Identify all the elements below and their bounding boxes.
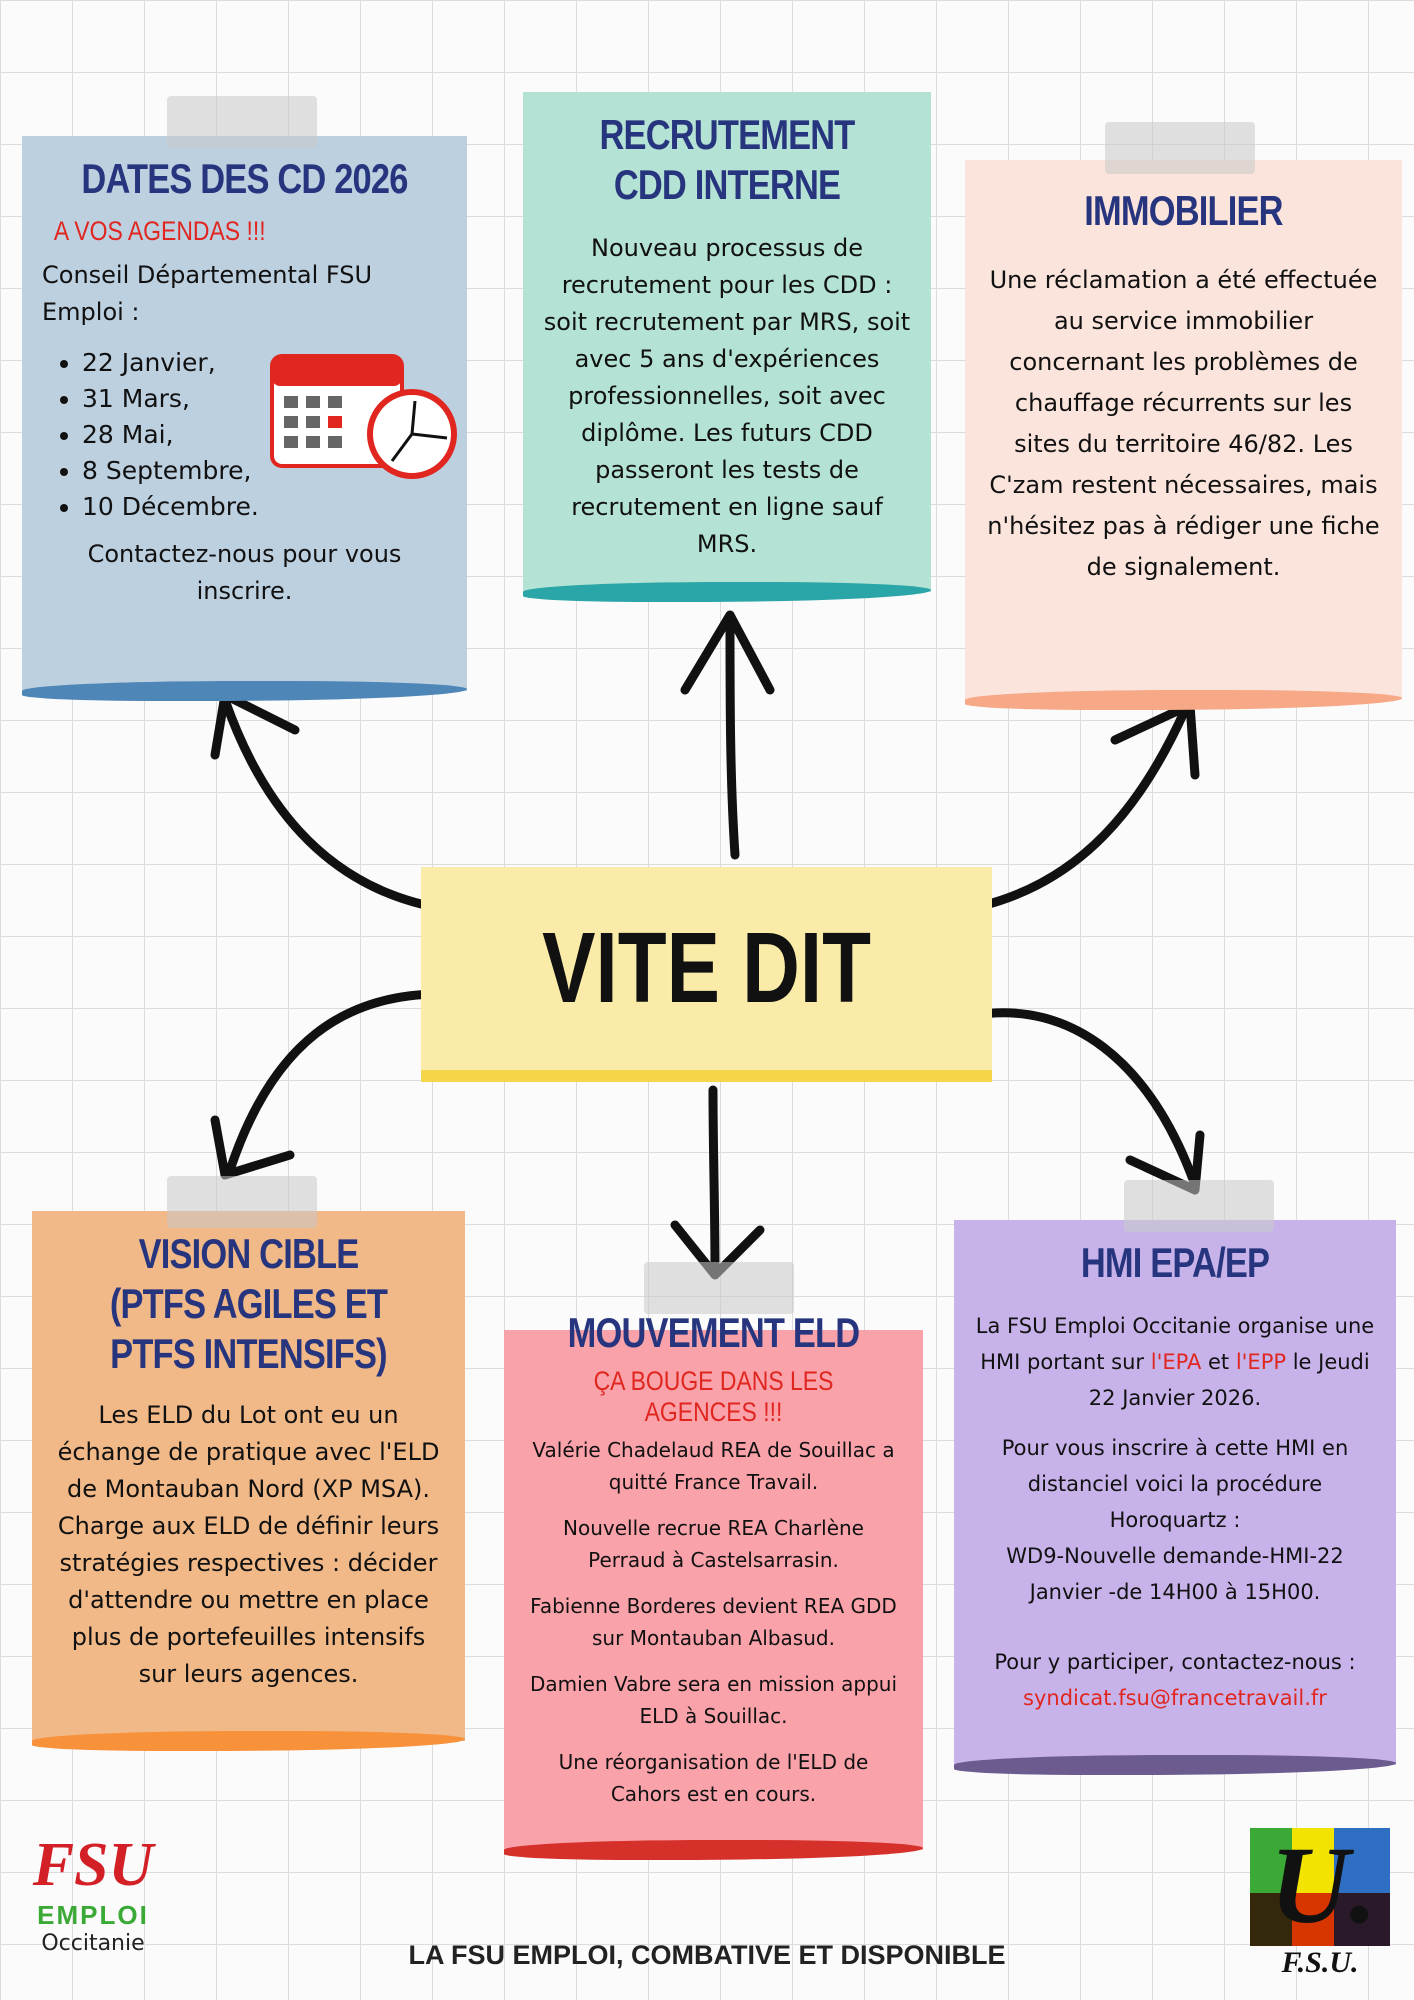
hmi-email-link[interactable]: syndicat.fsu@francetravail.fr — [1023, 1686, 1327, 1710]
dates-subtitle: A VOS AGENDAS !!! — [53, 216, 266, 246]
date-item: 28 Mai, — [82, 417, 447, 453]
vision-body: Les ELD du Lot ont eu un échange de prat… — [57, 1401, 440, 1688]
tape — [1124, 1180, 1274, 1232]
hmi-paragraph-3: WD9-Nouvelle demande-HMI-22 Janvier -de … — [1006, 1544, 1344, 1604]
mouvement-card: MOUVEMENT ELD ÇA BOUGE DANS LES AGENCES … — [504, 1262, 923, 1860]
torn-edge — [32, 1731, 465, 1751]
mouvement-item: Valérie Chadelaud REA de Souillac a quit… — [532, 1438, 895, 1494]
tape — [1105, 122, 1255, 174]
tape — [167, 96, 317, 148]
center-banner: VITE DIT — [421, 867, 992, 1082]
dates-footer: Contactez-nous pour vous inscrire. — [87, 540, 402, 605]
fsu-emploi-logo: FSU EMPLOI Occitanie — [8, 1830, 178, 1956]
center-title: VITE DIT — [542, 912, 871, 1024]
mouvement-title: MOUVEMENT ELD — [567, 1309, 860, 1356]
vision-title: VISION CIBLE (PTFS AGILES ET PTFS INTENS… — [109, 1230, 388, 1377]
recrutement-body: Nouveau processus de recrutement pour le… — [543, 234, 911, 558]
hmi-epp: l'EPP — [1235, 1350, 1287, 1374]
immobilier-body: Une réclamation a été effectuée au servi… — [987, 266, 1380, 581]
dates-list: 22 Janvier, 31 Mars, 28 Mai, 8 Septembre… — [82, 345, 447, 525]
dates-intro: Conseil Départemental FSU Emploi : — [42, 261, 373, 326]
date-item: 31 Mars, — [82, 381, 447, 417]
footer-tagline: LA FSU EMPLOI, COMBATIVE ET DISPONIBLE — [408, 1940, 1006, 1970]
hmi-card: HMI EPA/EP La FSU Emploi Occitanie organ… — [954, 1180, 1396, 1775]
logo-fsu: FSU — [32, 1831, 154, 1899]
tape — [644, 1262, 794, 1314]
date-item: 22 Janvier, — [82, 345, 447, 381]
torn-edge — [523, 582, 931, 602]
recrutement-title: RECRUTEMENT CDD INTERNE — [599, 111, 855, 208]
hmi-text: et — [1201, 1350, 1236, 1374]
logo-emploi: EMPLOI — [37, 1900, 149, 1930]
recrutement-card: RECRUTEMENT CDD INTERNE Nouveau processu… — [523, 92, 931, 602]
dates-card: DATES DES CD 2026 A VOS AGENDAS !!! Cons… — [22, 96, 467, 701]
torn-edge — [22, 681, 467, 701]
hmi-epa: l'EPA — [1150, 1350, 1202, 1374]
mouvement-subtitle: ÇA BOUGE DANS LES AGENCES !!! — [593, 1366, 834, 1427]
mouvement-item: Fabienne Borderes devient REA GDD sur Mo… — [530, 1594, 897, 1650]
mouvement-item: Damien Vabre sera en mission appui ELD à… — [529, 1672, 898, 1728]
hmi-text: le Jeudi 22 Janvier 2026. — [1088, 1350, 1370, 1410]
hmi-paragraph-1: La FSU Emploi Occitanie organise une HMI… — [974, 1308, 1376, 1416]
hmi-title: HMI EPA/EP — [1080, 1239, 1270, 1286]
hmi-text: La FSU Emploi Occitanie organise une HMI… — [975, 1314, 1375, 1374]
logo-occitanie: Occitanie — [41, 1931, 145, 1956]
tape — [167, 1176, 317, 1228]
fsu-logo: U. F.S.U. — [1250, 1828, 1390, 1988]
calendar-clock-icon — [270, 354, 457, 479]
mouvement-item: Une réorganisation de l'ELD de Cahors es… — [558, 1750, 869, 1806]
date-item: 8 Septembre, — [82, 453, 447, 489]
hmi-paragraph-4: Pour y participer, contactez-nous : — [994, 1650, 1356, 1674]
fsu-logo-text: F.S.U. — [1281, 1946, 1359, 1979]
torn-edge — [504, 1840, 923, 1860]
torn-edge — [965, 690, 1402, 710]
mouvement-item: Nouvelle recrue REA Charlène Perraud à C… — [563, 1516, 864, 1572]
hmi-paragraph-2: Pour vous inscrire à cette HMI en distan… — [1001, 1436, 1349, 1532]
torn-edge — [954, 1755, 1396, 1775]
immobilier-card: IMMOBILIER Une réclamation a été effectu… — [965, 122, 1402, 710]
immobilier-title: IMMOBILIER — [1084, 187, 1283, 234]
date-item: 10 Décembre. — [82, 489, 447, 525]
vision-card: VISION CIBLE (PTFS AGILES ET PTFS INTENS… — [32, 1176, 465, 1751]
dates-title: DATES DES CD 2026 — [81, 155, 408, 202]
